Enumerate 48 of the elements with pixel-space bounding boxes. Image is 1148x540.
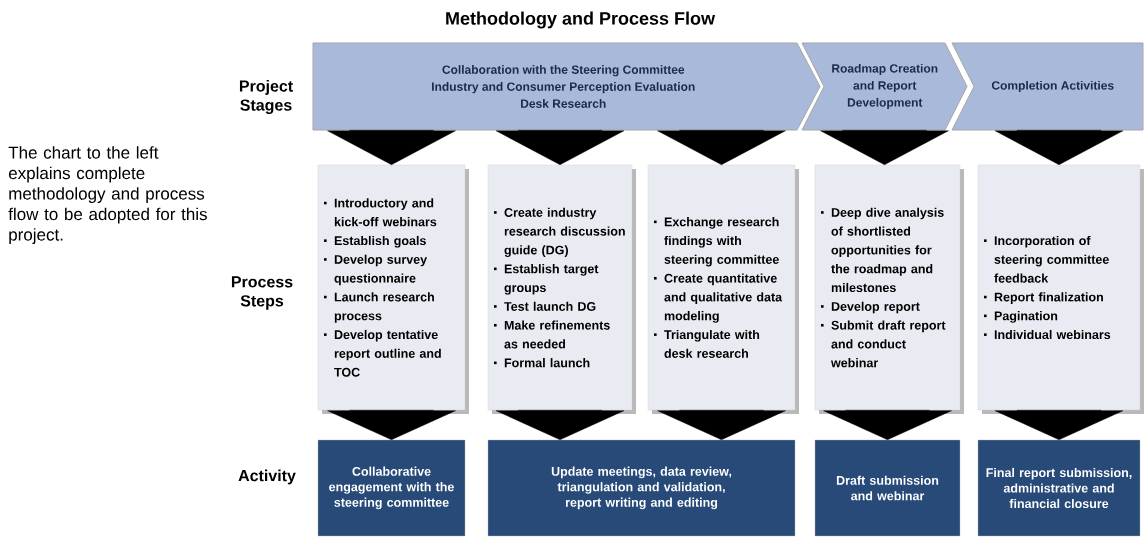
chevron-arrow xyxy=(327,130,456,165)
chevron-arrow xyxy=(823,410,952,440)
bullet-item: Test launch DG xyxy=(494,301,596,311)
process-box xyxy=(647,164,799,414)
bullet-item: Establish goals xyxy=(324,235,426,248)
bullet-item: Report finalization xyxy=(984,292,1103,304)
diagram-title: Methodology and Process Flow xyxy=(446,11,716,29)
process-box xyxy=(487,164,636,414)
chevron-arrow xyxy=(657,130,786,165)
activity-box: Final report submission, administrative and financial closure xyxy=(977,439,1141,537)
bullet-item: Submit draft report and conduct webinar xyxy=(821,320,946,368)
bullet-item: Develop tentative report outline and TOC xyxy=(324,329,441,377)
bullet-item: Develop report xyxy=(821,301,920,314)
row-label: Project Stages xyxy=(239,80,293,114)
bullet-item: Launch research process xyxy=(324,292,434,323)
bullet-item: Formal launch xyxy=(494,358,590,368)
bullet-item: Triangulate with desk research xyxy=(654,329,760,358)
bullet-item: Deep dive analysis of shortlisted opportunities for the roadmap and milestones xyxy=(821,207,944,293)
bullet-item: Incorporation of steering committee feedback xyxy=(984,235,1109,283)
chevron-arrow xyxy=(495,130,625,165)
activity-box: Draft submission and webinar xyxy=(814,439,961,537)
row-label: Process Steps xyxy=(231,276,293,310)
row-label: Activity xyxy=(238,469,296,485)
chevron-arrow xyxy=(994,130,1124,165)
bullet-item: Make refinements as needed xyxy=(494,320,610,349)
chevron-arrow xyxy=(327,410,456,440)
chevron-arrow xyxy=(820,130,949,165)
chevron-arrow xyxy=(495,410,625,440)
bullet-item: Develop survey questionnaire xyxy=(324,254,428,286)
chevron-arrow xyxy=(994,410,1124,440)
bullet-item: Pagination xyxy=(984,311,1058,323)
process-box xyxy=(977,164,1144,414)
node-label: Completion Activities xyxy=(991,80,1114,93)
bullet-item: Introductory and kick-off webinars xyxy=(324,198,437,227)
bullet-item: Establish target groups xyxy=(494,264,599,295)
bullet-item: Exchange research findings with steering committee xyxy=(654,217,779,267)
stage-banner: Collaboration with the Steering Committee Industry and Consumer Perception Evaluation Desk Research xyxy=(312,42,821,131)
activity-box: Update meetings, data review, triangulation and validation, report writing and editing xyxy=(487,439,796,537)
stage-banner: Completion Activities xyxy=(951,42,1144,131)
bullet-item: Create quantitative and qualitative data modeling xyxy=(654,273,783,323)
process-box xyxy=(317,164,469,414)
stage-banner: Roadmap Creation and Report Development xyxy=(801,42,968,131)
process-box xyxy=(814,164,964,414)
activity-box: Collaborative engagement with the steering committee xyxy=(317,439,466,537)
bullet-item: Individual webinars xyxy=(984,329,1111,340)
bullet-item: Create industry research discussion guide (DG) xyxy=(494,207,625,257)
chevron-arrow xyxy=(657,410,786,440)
side-note: The chart to the left explains complete methodology and process flow to be adopted for this project. xyxy=(8,146,207,245)
